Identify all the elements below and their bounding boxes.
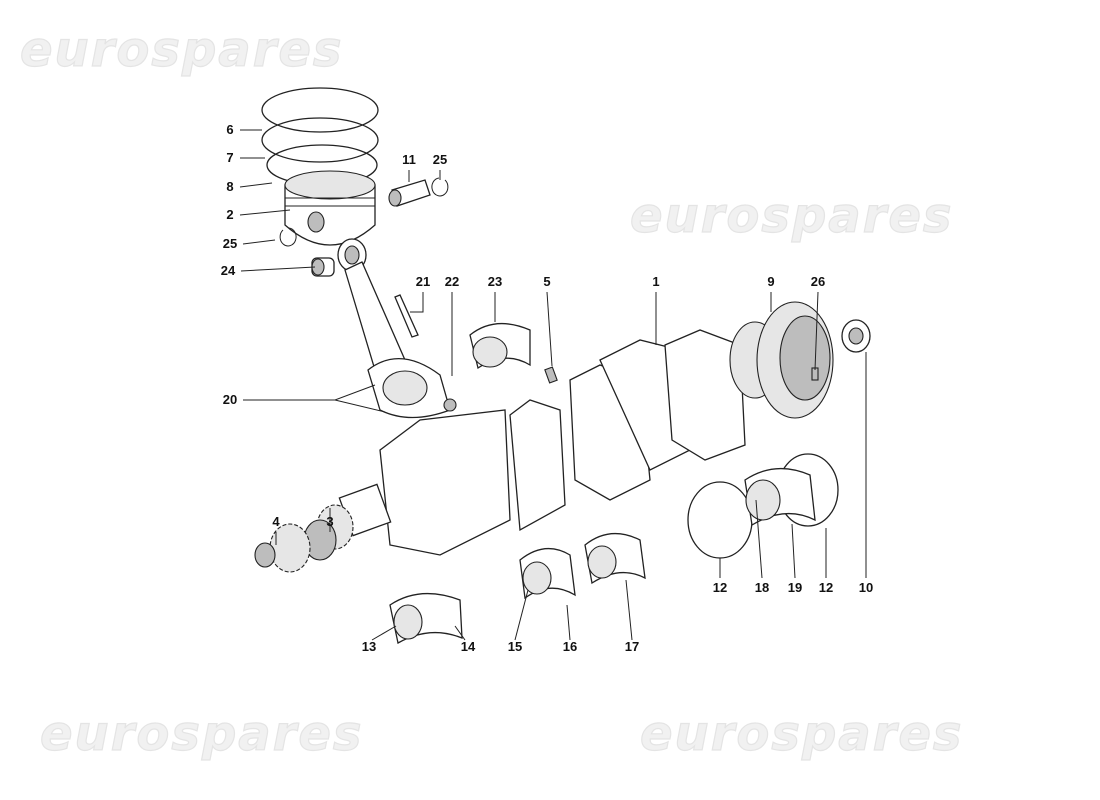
callout-number: 8 (226, 179, 233, 194)
watermark-text: eurospares (40, 706, 364, 762)
callout-number: 3 (326, 514, 333, 529)
timing-gears (254, 504, 354, 573)
crankshaft (338, 301, 871, 556)
leader-line (791, 523, 796, 579)
callout-number: 25 (223, 236, 237, 251)
piston-rings (261, 87, 379, 186)
callout-number: 18 (755, 580, 769, 595)
callout-number: 26 (811, 274, 825, 289)
callout-number: 17 (625, 639, 639, 654)
leader-line (814, 291, 819, 371)
leader-line (242, 239, 276, 245)
thrust-washers (687, 453, 839, 559)
leader-line (514, 589, 529, 641)
leader-line (546, 291, 553, 367)
callout-number: 7 (226, 150, 233, 165)
callout-number: 14 (461, 639, 476, 654)
callout-number: 15 (508, 639, 522, 654)
leader-line (371, 625, 397, 641)
watermarks: eurospares eurospares eurospares eurospa… (19, 21, 964, 762)
callout-number: 23 (488, 274, 502, 289)
connecting-rod (337, 238, 457, 419)
leader-line (454, 625, 466, 641)
gudgeon-pin (279, 177, 449, 277)
callout-number: 5 (543, 274, 550, 289)
callout-number: 10 (859, 580, 873, 595)
callout-number: 11 (402, 152, 416, 167)
callout-number: 1 (652, 274, 659, 289)
callout-number: 12 (713, 580, 727, 595)
leader-line (755, 499, 763, 579)
callout-number: 16 (563, 639, 577, 654)
leader-line (239, 209, 291, 216)
callout-number: 24 (221, 263, 236, 278)
leader-line (334, 399, 386, 413)
callout-number: 25 (433, 152, 447, 167)
leader-line (239, 182, 273, 188)
leader-line (566, 604, 571, 641)
watermark-text: eurospares (630, 188, 954, 244)
callout-number: 6 (226, 122, 233, 137)
bearing-shells (389, 322, 646, 645)
callout-number: 19 (788, 580, 802, 595)
callout-number: 20 (223, 392, 237, 407)
watermark-text: eurospares (20, 22, 344, 78)
piston (284, 170, 376, 246)
callout-number: 12 (819, 580, 833, 595)
leader-lines (239, 129, 867, 641)
watermark-text: eurospares (640, 706, 964, 762)
leader-line (243, 384, 376, 401)
leader-line (625, 579, 633, 641)
callout-number: 21 (416, 274, 430, 289)
callout-number: 4 (272, 514, 280, 529)
callout-number: 9 (767, 274, 774, 289)
callout-number: 13 (362, 639, 376, 654)
callout-number: 22 (445, 274, 459, 289)
leader-line (240, 266, 316, 272)
callout-number: 2 (226, 207, 233, 222)
leader-line (410, 292, 424, 313)
